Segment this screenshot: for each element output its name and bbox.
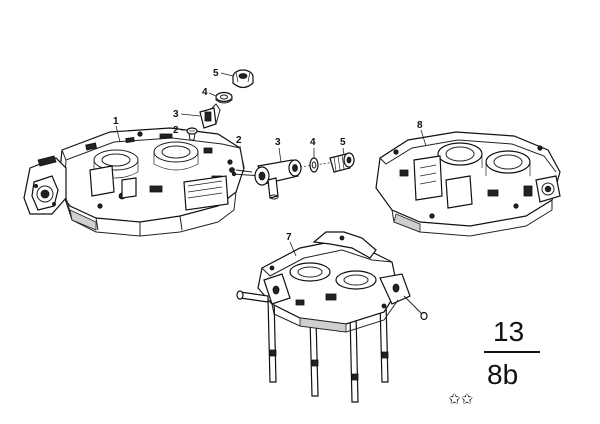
upper-housing-part-1: [23, 127, 253, 237]
callout-5b: 5: [340, 137, 346, 148]
fittings-column: 5 4 3 2: [173, 68, 254, 141]
callout-5: 5: [213, 68, 219, 79]
callout-3b: 3: [275, 137, 281, 148]
callout-7: 7: [286, 232, 292, 243]
callout-3: 3: [173, 109, 179, 120]
washer-part-4: [215, 91, 233, 104]
screw-part-2a: [186, 127, 198, 141]
group-label-bottom: 8b: [487, 359, 518, 390]
group-label: 13 8b: [484, 316, 540, 390]
housing-part-8: [375, 131, 561, 237]
throttle-body-part-7: [236, 231, 428, 403]
stars-marker: ✩✩: [448, 390, 474, 408]
callout-2: 2: [173, 125, 179, 136]
callout-8: 8: [417, 120, 423, 131]
banjo-part-3: [254, 159, 302, 200]
fittings-row: 2 3 4 5: [231, 135, 355, 200]
callout-2b: 2: [236, 135, 242, 146]
washer-part-4b: [309, 157, 319, 173]
studs: [267, 297, 389, 403]
callout-1: 1: [113, 116, 119, 127]
nut-part-5: [232, 69, 254, 89]
nozzle-part-3: [199, 103, 221, 129]
jet-part-5: [329, 152, 355, 173]
callout-4: 4: [202, 87, 208, 98]
callout-4b: 4: [310, 137, 316, 148]
group-label-top: 13: [493, 316, 524, 347]
